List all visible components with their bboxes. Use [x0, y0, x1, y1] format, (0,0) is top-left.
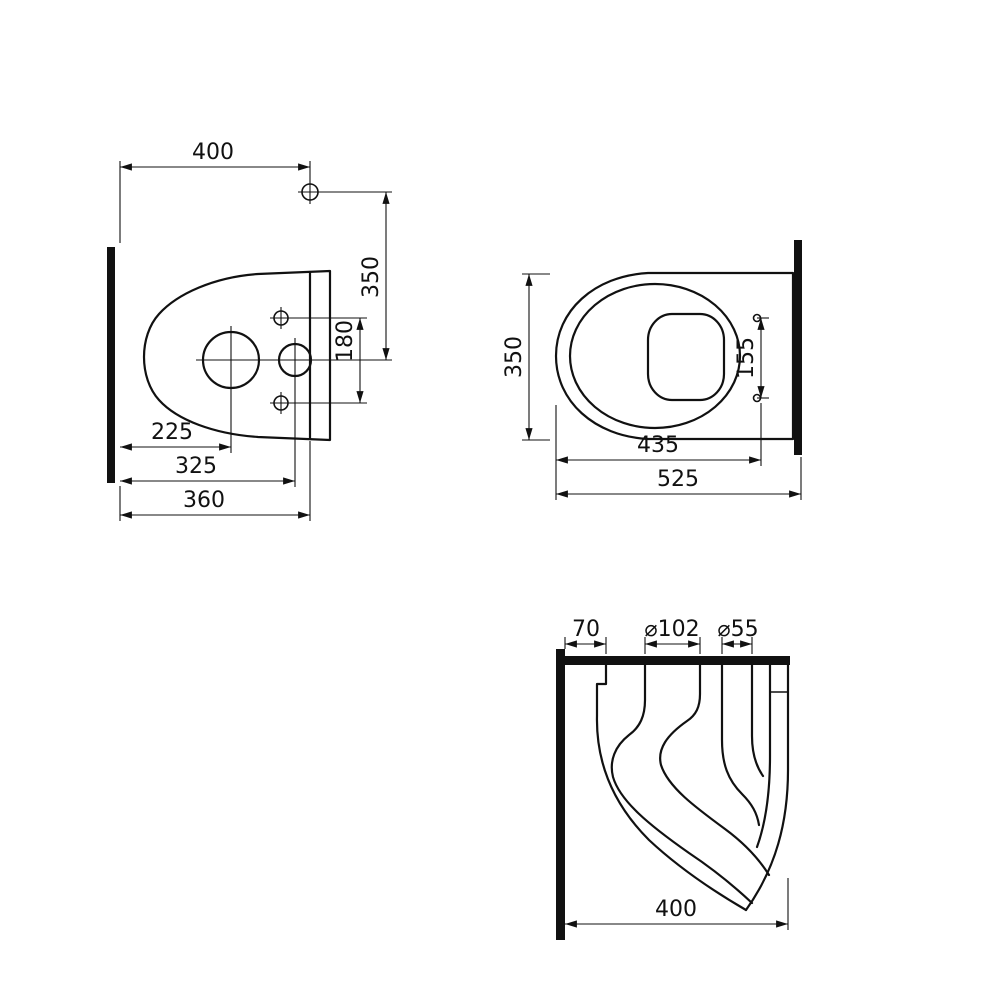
- section-trap-inner: [659, 663, 771, 877]
- dim-rear-325: 325: [120, 454, 295, 485]
- dim-label-section-d102: ⌀102: [644, 617, 699, 642]
- dim-section-400: 400: [565, 878, 789, 930]
- section-trap-outer: [610, 663, 754, 905]
- dim-label-rear-350: 350: [359, 256, 384, 298]
- dim-section-d55: ⌀55: [717, 617, 759, 654]
- dim-rear-360: 360: [119, 441, 311, 521]
- mounting-surface-bar: [565, 656, 790, 665]
- dim-section-d102: ⌀102: [644, 617, 701, 654]
- wc-body-outline: [142, 269, 332, 442]
- section-view: 70 ⌀102 ⌀55 400: [556, 617, 790, 940]
- dim-label-section-d55: ⌀55: [717, 617, 758, 642]
- wall-section-bar: [794, 240, 802, 455]
- section-outer-profile: [595, 663, 748, 912]
- section-inlet-channel-right: [750, 663, 765, 778]
- dim-label-rear-360: 360: [183, 488, 225, 513]
- dim-top-435: 435: [555, 403, 762, 500]
- dim-label-rear-325: 325: [175, 454, 217, 479]
- dim-label-top-350: 350: [502, 336, 527, 378]
- section-inlet-channel-left: [720, 663, 761, 827]
- dim-label-rear-180: 180: [333, 320, 358, 362]
- seat-rim: [568, 282, 742, 430]
- wall-section-bar: [556, 649, 565, 940]
- rear-view: 400 350 180 225 325 360: [107, 140, 392, 521]
- dim-label-section-400: 400: [655, 897, 697, 922]
- dim-label-rear-400: 400: [192, 140, 234, 165]
- bowl-opening: [646, 312, 726, 402]
- dim-label-top-525: 525: [657, 467, 699, 492]
- dim-top-350: 350: [502, 273, 550, 441]
- wall-section-bar: [107, 247, 115, 483]
- dim-label-section-70: 70: [572, 617, 600, 642]
- dim-label-top-435: 435: [637, 433, 679, 458]
- dim-top-155: 155: [734, 317, 769, 399]
- dim-label-rear-225: 225: [151, 420, 193, 445]
- top-view: 350 155 435 525: [502, 240, 802, 500]
- dim-section-70: 70: [564, 617, 607, 654]
- dim-rear-225: 225: [120, 420, 231, 451]
- dim-label-top-155: 155: [734, 337, 759, 379]
- dim-top-525: 525: [556, 457, 802, 500]
- section-back-inner: [755, 663, 772, 849]
- dim-rear-180: 180: [333, 318, 364, 403]
- dim-rear-400: 400: [119, 140, 310, 243]
- wc-body-outline: [554, 271, 795, 441]
- section-back-outer: [744, 663, 790, 912]
- dim-rear-350: 350: [359, 192, 390, 360]
